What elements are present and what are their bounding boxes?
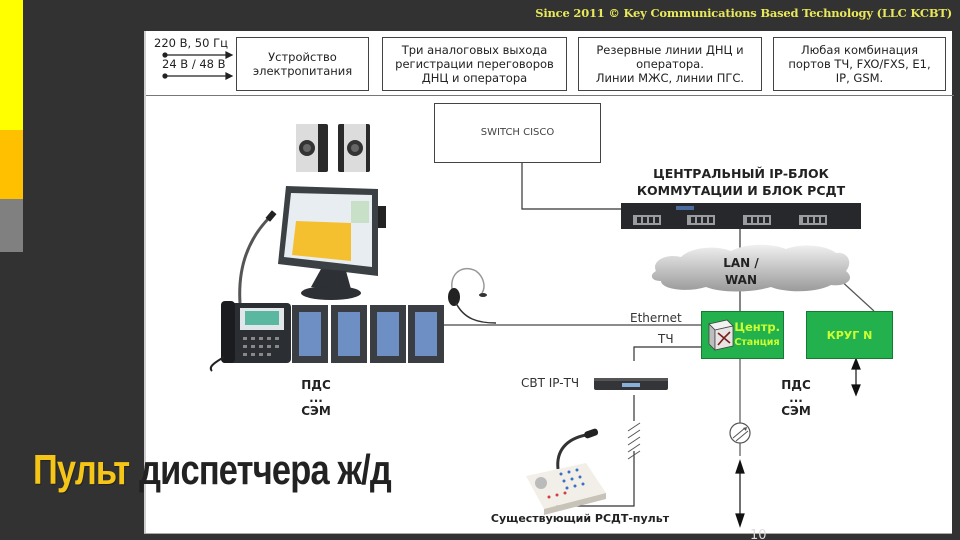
central-station-text: Центр. Станция: [734, 319, 780, 351]
wire-tch: [633, 346, 701, 361]
recording-outputs-box: Три аналоговых выхода регистрации перего…: [382, 37, 567, 91]
central-block-label: ЦЕНТРАЛЬНЫЙ IP-БЛОК КОММУТАЦИИ И БЛОК РС…: [636, 166, 846, 198]
port-combination-box: Любая комбинация портов ТЧ, FXO/FXS, E1,…: [773, 37, 946, 91]
power-supply-box: Устройство электропитания: [236, 37, 369, 91]
expansion-modules: [292, 305, 444, 363]
voltage-220-label: 220 В, 50 Гц: [154, 36, 228, 50]
accent-strip-yellow: [0, 0, 23, 130]
rsdt-console-label: Существующий РСДТ-пульт: [490, 512, 670, 525]
diagram-canvas: 220 В, 50 Гц 24 В / 48 В Устройство элек…: [144, 31, 954, 533]
copyright-text: Since 2011 © Key Communications Based Te…: [535, 6, 952, 20]
voltage-24-48-label: 24 В / 48 В: [162, 57, 226, 71]
top-row-frame: [146, 31, 954, 96]
touchscreen-monitor-icon: [278, 186, 386, 300]
expansion-module-icon: [370, 305, 406, 363]
accent-strip-gray: [0, 199, 23, 252]
headset-icon: [448, 267, 497, 324]
central-station-block: Центр. Станция: [701, 311, 784, 359]
slide-title-highlight: Пульт: [33, 446, 130, 493]
pds-sem-left-label: ПДС ... СЭМ: [301, 378, 331, 418]
svt-ip-tch-label: СВТ IP-ТЧ: [521, 376, 580, 390]
central-station-line1: Центр.: [734, 320, 780, 334]
bidirectional-arrow-krug: [851, 357, 861, 397]
accent-strip-orange: [0, 130, 23, 199]
rack-server-icon: [621, 203, 861, 229]
line-amplifier-icon: [729, 422, 751, 444]
line-hatching: [627, 422, 641, 460]
slide-title-rest: диспетчера ж/д: [139, 446, 392, 493]
bidirectional-arrow-station: [735, 459, 745, 528]
lan-wan-cloud-icon: [651, 244, 851, 292]
page-number: 10: [750, 528, 767, 540]
backup-lines-box: Резервные линии ДНЦ и оператора. Линии М…: [578, 37, 762, 91]
wire-svt-rsdt-lower: [556, 451, 635, 507]
gooseneck-microphone-icon: [238, 210, 277, 304]
central-station-line2: Станция: [734, 337, 780, 348]
ethernet-label: Ethernet: [630, 311, 682, 325]
expansion-module-icon: [408, 305, 444, 363]
expansion-module-icon: [331, 305, 367, 363]
rsdt-console-icon: [526, 428, 606, 515]
svt-ip-tch-device-icon: [594, 378, 668, 390]
speakers-icon: [296, 124, 370, 172]
wire-switch-central: [521, 163, 621, 210]
pds-sem-right-label: ПДС ... СЭМ: [781, 378, 811, 418]
expansion-module-icon: [292, 305, 328, 363]
voltage-arrows: [162, 51, 234, 80]
tch-label: ТЧ: [658, 332, 674, 346]
ip-phone-icon: [209, 301, 291, 372]
diagram-wires: [162, 51, 875, 528]
krug-n-block: КРУГ N: [806, 311, 893, 359]
cloud-label: LAN / WAN: [723, 256, 759, 287]
router-icon: [708, 319, 734, 351]
switch-cisco-box: SWITCH CISCO: [434, 103, 601, 163]
